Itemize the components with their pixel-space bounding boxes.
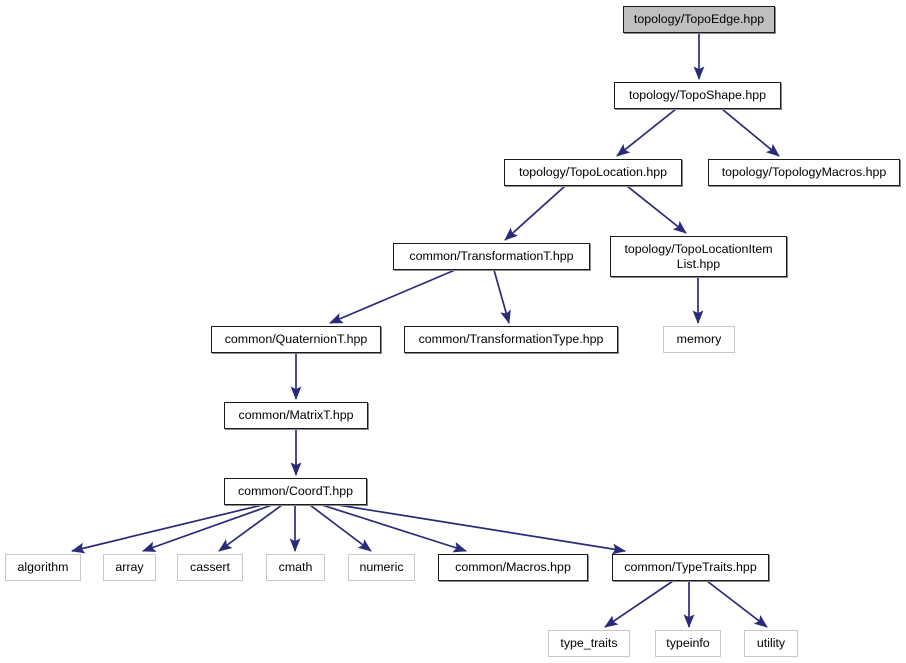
graph-node-type_traits[interactable]: type_traits <box>548 630 630 657</box>
graph-node-transformationtype[interactable]: common/TransformationType.hpp <box>404 326 618 353</box>
edge-coordt-to-macros <box>321 504 467 553</box>
edge-topolocation-to-topolocationitemlist <box>626 185 687 234</box>
edge-transformationt-to-quaterniont <box>329 269 456 324</box>
edge-typetraits-to-type_traits <box>604 580 674 628</box>
graph-node-topoedge[interactable]: topology/TopoEdge.hpp <box>623 6 775 33</box>
graph-node-topologymacros[interactable]: topology/TopologyMacros.hpp <box>708 159 900 186</box>
graph-node-coordt[interactable]: common/CoordT.hpp <box>224 478 367 505</box>
graph-node-utility[interactable]: utility <box>744 630 798 657</box>
graph-node-typetraits[interactable]: common/TypeTraits.hpp <box>612 554 769 581</box>
graph-node-transformationt[interactable]: common/TransformationT.hpp <box>393 243 590 270</box>
graph-node-algorithm[interactable]: algorithm <box>5 554 81 581</box>
graph-node-matrixt[interactable]: common/MatrixT.hpp <box>224 402 368 429</box>
edge-coordt-to-cassert <box>218 504 283 552</box>
edge-topolocation-to-transformationt <box>504 185 566 241</box>
graph-node-cmath[interactable]: cmath <box>266 554 325 581</box>
edge-toposhape-to-topologymacros <box>721 108 780 157</box>
graph-node-array[interactable]: array <box>103 554 156 581</box>
graph-node-numeric[interactable]: numeric <box>348 554 415 581</box>
graph-node-memory[interactable]: memory <box>663 326 735 353</box>
edge-coordt-to-algorithm <box>71 504 263 554</box>
graph-node-toposhape[interactable]: topology/TopoShape.hpp <box>614 82 781 109</box>
graph-node-cassert[interactable]: cassert <box>177 554 243 581</box>
edge-coordt-to-typetraits <box>337 504 627 555</box>
edge-coordt-to-array <box>142 504 273 552</box>
graph-node-topolocationitemlist[interactable]: topology/TopoLocationItem List.hpp <box>610 236 787 277</box>
graph-node-typeinfo[interactable]: typeinfo <box>655 630 721 657</box>
edge-toposhape-to-topolocation <box>616 108 677 157</box>
edge-coordt-to-numeric <box>309 504 372 552</box>
edge-transformationt-to-transformationtype <box>493 269 511 324</box>
graph-node-topolocation[interactable]: topology/TopoLocation.hpp <box>504 159 682 186</box>
graph-node-macros[interactable]: common/Macros.hpp <box>438 554 588 581</box>
graph-node-quaterniont[interactable]: common/QuaternionT.hpp <box>211 326 381 353</box>
edge-typetraits-to-utility <box>706 580 768 628</box>
